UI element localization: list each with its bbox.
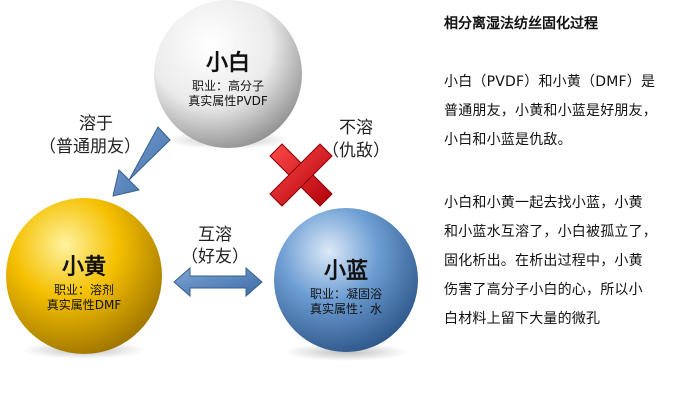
edge-label-miscible-note: （好友） <box>181 247 249 267</box>
paragraph-2: 小白和小黄一起去找小蓝，小黄 和小蓝水互溶了，小白被孤立了， 固化析出。在析出过… <box>444 189 680 334</box>
paragraph-line: 固化析出。在析出过程中，小黄 <box>444 253 643 269</box>
explanation-panel: 相分离湿法纺丝固化过程 小白（PVDF）和小黄（DMF）是 普通朋友，小黄和小蓝… <box>444 14 680 334</box>
paragraph-line: 小白和小蓝是仇敌。 <box>444 132 572 148</box>
dissolve-arrow-icon <box>112 126 171 197</box>
node-xiaolan-attr: 真实属性：水 <box>310 301 382 316</box>
node-xiaohuang-role: 职业：溶剂 <box>54 282 114 297</box>
paragraph-line: 普通朋友，小黄和小蓝是好朋友， <box>444 103 657 119</box>
edge-label-miscible: 互溶 <box>198 225 232 245</box>
paragraph-line: 白材料上留下大量的微孔 <box>444 311 601 327</box>
paragraph-line: 小白和小黄一起去找小蓝，小黄 <box>444 195 643 211</box>
node-xiaolan-name: 小蓝 <box>324 259 368 284</box>
paragraph-line: 小白（PVDF）和小黄（DMF）是 <box>444 74 656 90</box>
node-xiaohuang-name: 小黄 <box>62 255 106 280</box>
ball-blue <box>274 208 418 352</box>
paragraph-line: 伤害了高分子小白的心，所以小 <box>444 282 643 298</box>
double-arrow-icon <box>173 266 263 298</box>
paragraph-1: 小白（PVDF）和小黄（DMF）是 普通朋友，小黄和小蓝是好朋友， 小白和小蓝是… <box>444 68 680 155</box>
edge-label-insoluble: 不溶 <box>339 118 373 138</box>
node-xiaolan: 小蓝 职业：凝固浴 真实属性：水 <box>274 208 418 361</box>
cross-icon <box>269 143 333 207</box>
edge-label-dissolve: 溶于 <box>79 114 113 134</box>
node-xiaobai-attr: 真实属性PVDF <box>188 93 268 108</box>
ball-white <box>154 0 302 148</box>
paragraph-line: 和小蓝水互溶了，小白被孤立了， <box>444 224 657 240</box>
ball-yellow <box>6 198 162 354</box>
node-xiaobai: 小白 职业：高分子 真实属性PVDF <box>154 0 302 149</box>
node-xiaobai-name: 小白 <box>206 50 250 76</box>
relationship-diagram: 小白 职业：高分子 真实属性PVDF 小黄 职业：溶剂 真实属性DMF 小蓝 职… <box>6 0 418 361</box>
node-xiaohuang: 小黄 职业：溶剂 真实属性DMF <box>6 198 162 359</box>
panel-title: 相分离湿法纺丝固化过程 <box>444 16 598 32</box>
edge-label-insoluble-note: （仇敌） <box>322 141 390 161</box>
node-xiaobai-role: 职业：高分子 <box>192 78 264 93</box>
node-xiaolan-role: 职业：凝固浴 <box>310 286 382 301</box>
edge-label-dissolve-note: （普通朋友） <box>39 137 141 157</box>
node-xiaohuang-attr: 真实属性DMF <box>47 297 122 312</box>
